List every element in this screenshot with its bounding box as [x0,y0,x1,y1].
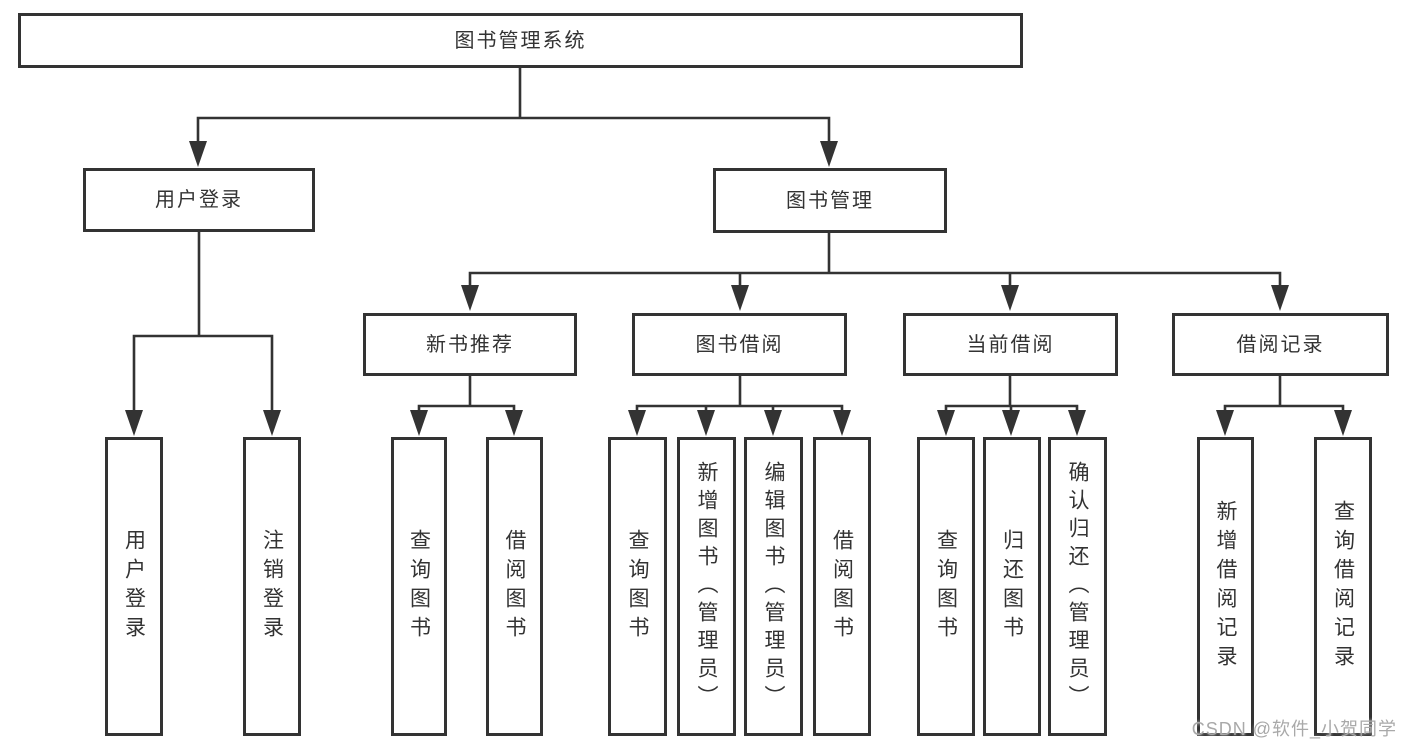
leaf-edit-books-admin: 编辑图书（管理员） [744,437,803,736]
leaf-confirm-return-admin: 确认归还（管理员） [1048,437,1107,736]
leaf-query-books-current: 查询图书 [917,437,975,736]
leaf-borrow-books-recommend: 借阅图书 [486,437,543,736]
node-borrow-records: 借阅记录 [1172,313,1389,376]
node-book-borrow: 图书借阅 [632,313,847,376]
node-root: 图书管理系统 [18,13,1023,68]
leaf-user-login: 用户登录 [105,437,163,736]
node-user-login: 用户登录 [83,168,315,232]
arrowheads [125,141,1352,436]
leaf-query-borrow-record: 查询借阅记录 [1314,437,1372,736]
leaf-add-borrow-record: 新增借阅记录 [1197,437,1254,736]
leaf-add-books-admin: 新增图书（管理员） [677,437,736,736]
leaf-logout: 注销登录 [243,437,301,736]
leaf-query-books-borrow: 查询图书 [608,437,667,736]
node-current-borrow: 当前借阅 [903,313,1118,376]
leaf-borrow-books: 借阅图书 [813,437,871,736]
node-book-management: 图书管理 [713,168,947,233]
leaf-return-books: 归还图书 [983,437,1041,736]
watermark: CSDN @软件_小贺同学 [1191,719,1397,739]
node-new-book-recommend: 新书推荐 [363,313,577,376]
leaf-query-books-recommend: 查询图书 [391,437,447,736]
